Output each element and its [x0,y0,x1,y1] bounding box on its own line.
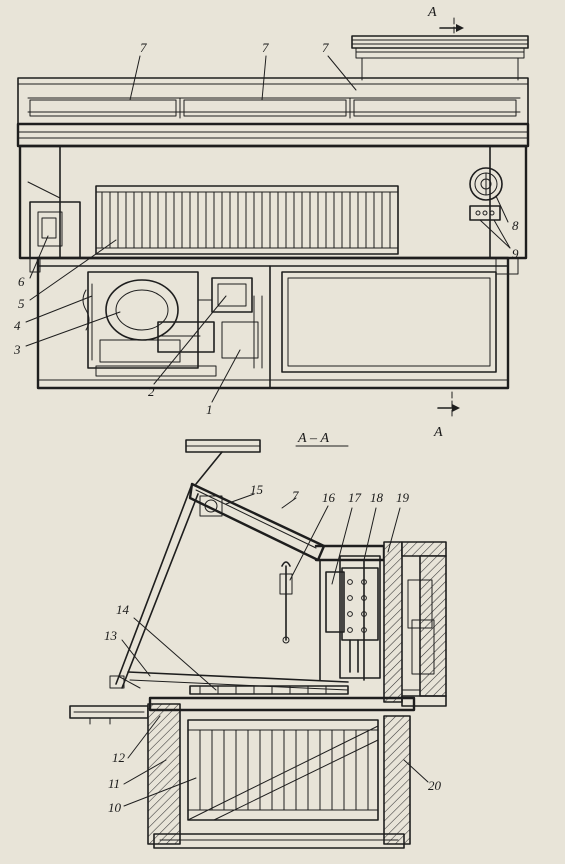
section-a-a: А – А [69,431,447,849]
upper-compartment [279,544,386,681]
raised-lid [351,35,529,81]
label-11: 11 [108,776,120,791]
label-7-section: 7 [292,488,299,503]
thermometer-dial [469,167,503,201]
open-lid [115,439,326,689]
label-18: 18 [370,490,384,505]
right-compartment [281,271,497,373]
label-15: 15 [250,482,264,497]
counter-body [16,122,530,390]
label-14: 14 [116,602,130,617]
label-19: 19 [396,490,410,505]
control-panel [341,567,379,641]
lower-cabinet [147,696,416,849]
label-7-right: 7 [322,40,329,55]
front-elevation: А А 7 7 7 8 9 6 5 4 3 2 1 [13,5,530,440]
front-ledge [69,705,149,725]
terminal-block [469,205,501,221]
lid-row [17,77,529,125]
label-1: 1 [206,402,213,417]
section-cut-line: А А [427,5,464,440]
section-mark-bottom: А [433,425,443,440]
compressor-unit [82,271,263,377]
label-9: 9 [512,246,519,261]
section-leaders [121,493,429,807]
label-3: 3 [13,342,21,357]
evaporator-coil [95,185,399,255]
label-2: 2 [148,384,155,399]
label-6: 6 [18,274,25,289]
label-10: 10 [108,800,122,815]
label-13: 13 [104,628,118,643]
top-view-leaders [25,55,511,403]
label-4: 4 [14,318,21,333]
label-7-middle: 7 [262,40,269,55]
control-box [27,181,81,259]
lower-grid-lines [199,729,369,811]
label-20: 20 [428,778,442,793]
label-17: 17 [348,490,362,505]
right-insulated-wall [383,541,447,707]
section-title: А – А [297,431,330,446]
label-8: 8 [512,218,519,233]
section-mark-top: А [427,5,437,20]
label-12: 12 [112,750,126,765]
label-5: 5 [18,296,25,311]
label-16: 16 [322,490,336,505]
label-7-left: 7 [140,40,147,55]
product-tray [109,671,349,695]
